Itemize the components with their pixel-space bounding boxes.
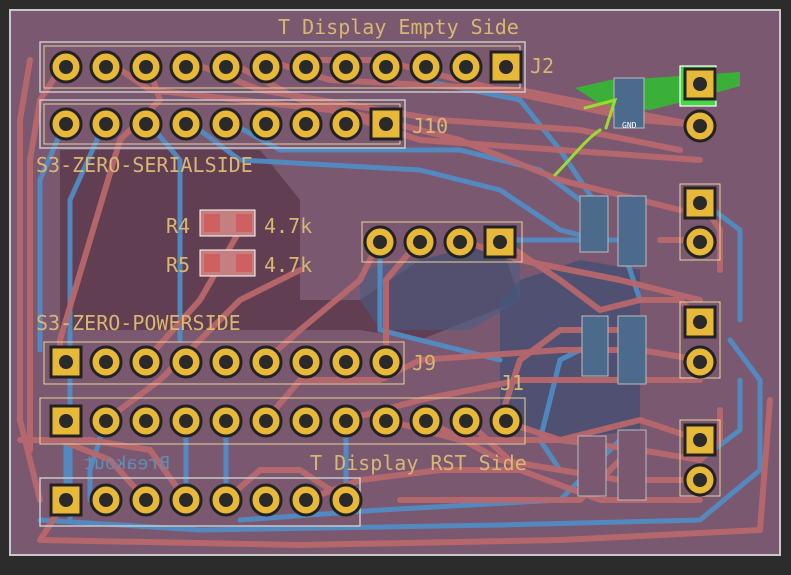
through-hole-pad[interactable] xyxy=(49,404,83,438)
through-hole-pad[interactable] xyxy=(683,67,717,101)
through-hole-pad[interactable] xyxy=(49,50,83,84)
j10-header-outline xyxy=(39,99,406,149)
through-hole-pad[interactable] xyxy=(683,305,717,339)
through-hole-pad[interactable] xyxy=(89,404,123,438)
label-power-side: S3-ZERO-POWERSIDE xyxy=(36,311,241,335)
through-hole-pad[interactable] xyxy=(329,404,363,438)
through-hole-pad[interactable] xyxy=(89,483,123,517)
through-hole-pad[interactable] xyxy=(289,50,323,84)
through-hole-pad[interactable] xyxy=(329,483,363,517)
through-hole-pad[interactable] xyxy=(289,483,323,517)
through-hole-pad[interactable] xyxy=(403,225,437,259)
right-components xyxy=(577,183,721,501)
label-bottom: T Display RST Side xyxy=(310,451,527,475)
through-hole-pad[interactable] xyxy=(489,404,523,438)
label-r4: R4 xyxy=(166,214,190,238)
through-hole-pad[interactable] xyxy=(49,483,83,517)
through-hole-pad[interactable] xyxy=(683,345,717,379)
label-r5: R5 xyxy=(166,253,190,277)
through-hole-pad[interactable] xyxy=(129,50,163,84)
through-hole-pad[interactable] xyxy=(449,50,483,84)
through-hole-pad[interactable] xyxy=(409,50,443,84)
through-hole-pad[interactable] xyxy=(209,50,243,84)
through-hole-pad[interactable] xyxy=(483,225,517,259)
through-hole-pad[interactable] xyxy=(683,423,717,457)
through-hole-pad[interactable] xyxy=(49,107,83,141)
through-hole-pad[interactable] xyxy=(369,404,403,438)
j1-header-outline xyxy=(39,397,526,445)
through-hole-pad[interactable] xyxy=(683,463,717,497)
pads xyxy=(49,50,717,517)
label-j2: J2 xyxy=(530,54,554,78)
through-hole-pad[interactable] xyxy=(363,225,397,259)
r5-value: 4.7k xyxy=(264,253,312,277)
through-hole-pad[interactable] xyxy=(449,404,483,438)
through-hole-pad[interactable] xyxy=(129,107,163,141)
through-hole-pad[interactable] xyxy=(169,404,203,438)
r4-value: 4.7k xyxy=(264,214,312,238)
through-hole-pad[interactable] xyxy=(289,404,323,438)
annotation-arrow xyxy=(553,97,618,177)
through-hole-pad[interactable] xyxy=(289,107,323,141)
label-j1: J1 xyxy=(500,371,524,395)
j2-header-outline xyxy=(39,41,526,93)
label-top: T Display Empty Side xyxy=(278,15,519,39)
through-hole-pad[interactable] xyxy=(169,483,203,517)
label-j10: J10 xyxy=(412,114,448,138)
through-hole-pad[interactable] xyxy=(249,50,283,84)
through-hole-pad[interactable] xyxy=(329,50,363,84)
through-hole-pad[interactable] xyxy=(129,483,163,517)
label-serial-side: S3-ZERO-SERIALSIDE xyxy=(36,153,253,177)
through-hole-pad[interactable] xyxy=(329,107,363,141)
through-hole-pad[interactable] xyxy=(489,50,523,84)
through-hole-pad[interactable] xyxy=(289,345,323,379)
through-hole-pad[interactable] xyxy=(89,50,123,84)
through-hole-pad[interactable] xyxy=(89,345,123,379)
through-hole-pad[interactable] xyxy=(409,404,443,438)
through-hole-pad[interactable] xyxy=(249,107,283,141)
through-hole-pad[interactable] xyxy=(129,404,163,438)
through-hole-pad[interactable] xyxy=(49,345,83,379)
through-hole-pad[interactable] xyxy=(169,50,203,84)
through-hole-pad[interactable] xyxy=(329,345,363,379)
label-j9: J9 xyxy=(412,351,436,375)
through-hole-pad[interactable] xyxy=(89,107,123,141)
j9-header-outline xyxy=(43,341,405,385)
through-hole-pad[interactable] xyxy=(249,404,283,438)
through-hole-pad[interactable] xyxy=(129,345,163,379)
through-hole-pad[interactable] xyxy=(249,345,283,379)
through-hole-pad[interactable] xyxy=(369,345,403,379)
through-hole-pad[interactable] xyxy=(209,483,243,517)
through-hole-pad[interactable] xyxy=(369,50,403,84)
through-hole-pad[interactable] xyxy=(249,483,283,517)
through-hole-pad[interactable] xyxy=(369,107,403,141)
through-hole-pad[interactable] xyxy=(169,345,203,379)
through-hole-pad[interactable] xyxy=(683,225,717,259)
label-breakout: Breakout xyxy=(83,453,170,474)
through-hole-pad[interactable] xyxy=(209,107,243,141)
through-hole-pad[interactable] xyxy=(209,404,243,438)
gnd-label-tr: GND xyxy=(622,121,637,130)
through-hole-pad[interactable] xyxy=(443,225,477,259)
through-hole-pad[interactable] xyxy=(209,345,243,379)
through-hole-pad[interactable] xyxy=(169,107,203,141)
through-hole-pad[interactable] xyxy=(683,186,717,220)
sensor-header-outline xyxy=(361,221,523,263)
through-hole-pad[interactable] xyxy=(683,109,717,143)
